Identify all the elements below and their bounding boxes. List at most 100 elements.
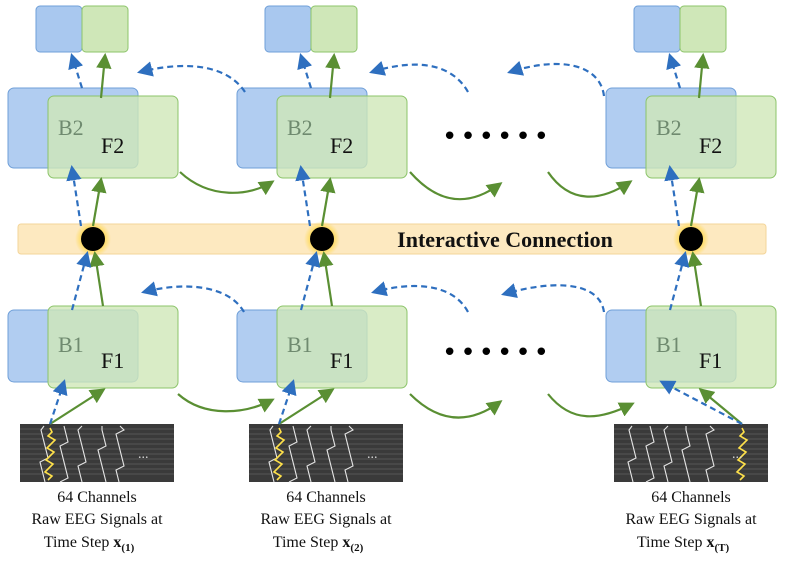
label-f1: F1 [330,348,353,373]
junction-dot [81,227,105,251]
arrow-signal-to-b1 [277,379,297,425]
arrow-signal-to-f1 [278,388,335,425]
arrow-f1-forward-3 [547,393,635,418]
arrow-b1-to-junction [70,251,92,311]
arrow-b1-to-junction [299,251,321,311]
label-f2: F2 [330,133,353,158]
caption-x-symbol: x [706,534,714,551]
label-b2: B2 [287,115,313,140]
eeg-wave [77,425,87,483]
arrow-b1-to-junction [668,251,690,311]
eeg-ellipsis: ... [367,447,378,462]
output-box-blue [633,5,681,53]
arrow-b1-backward-2 [371,281,469,313]
output-box-blue [35,5,83,53]
label-f2: F2 [699,133,722,158]
arrow-b1-backward-3 [501,283,606,313]
eeg-wave [97,426,107,483]
arrow-b2-backward-3 [507,60,606,97]
layer-f2-box [645,95,777,179]
output-box-green [81,5,129,53]
junction-dot [310,227,334,251]
eeg-wave [663,425,673,483]
caption-x-index: (2) [350,542,363,554]
arrow-signal-to-b1 [659,380,743,425]
label-b2: B2 [58,115,84,140]
caption-line1: 64 Channels [286,489,366,506]
arrow-f2-forward-3 [547,171,633,198]
eeg-wave [645,425,655,483]
interactive-connection-label: Interactive Connection [397,227,613,252]
arrow-f1-to-junction [687,250,703,307]
eeg-wave [306,425,316,483]
caption-line2: Raw EEG Signals at [31,511,163,528]
arrow-b1-backward-1 [141,281,245,313]
eeg-highlighted-channel [735,427,749,481]
caption-x-symbol: x [113,534,121,551]
label-f1: F1 [699,348,722,373]
eeg-wave [344,425,354,483]
eeg-wave [627,425,637,483]
layer-f1-box [645,305,777,389]
arrow-f2-to-output [694,52,710,99]
caption-line3: Time Step x(2) [273,534,364,554]
layer-f1-box [276,305,408,389]
eeg-wave [39,425,49,483]
eeg-wave [59,425,69,483]
arrow-f2-to-output [96,52,112,99]
arrow-b2-to-output [666,53,682,89]
eeg-wave [115,425,125,483]
arrow-f2-forward-1 [179,171,275,196]
output-box-green [310,5,358,53]
layer-f2-box [276,95,408,179]
label-b2: B2 [656,115,682,140]
caption-line3: Time Step x(1) [44,534,135,554]
arrow-b2-to-output [68,53,84,89]
eeg-wave [705,425,715,483]
label-f2: F2 [101,133,124,158]
caption-line2: Raw EEG Signals at [260,511,392,528]
eeg-highlighted-channel [43,427,57,481]
caption-line3: Time Step x(T) [637,534,730,554]
layer-f1-box [47,305,179,389]
arrow-b2-backward-1 [137,61,246,93]
caption-line1: 64 Channels [651,489,731,506]
output-box-green [679,5,727,53]
output-box-blue [264,5,312,53]
caption-line1: 64 Channels [57,489,137,506]
ellipsis-top: •••••• [442,122,552,152]
arrow-b2-backward-2 [369,60,469,93]
caption-line2: Raw EEG Signals at [625,511,757,528]
label-b1: B1 [58,332,84,357]
arrow-signal-to-f1 [698,388,743,425]
eeg-wave [326,426,336,483]
layer-f2-box [47,95,179,179]
arrow-f1-forward-1 [177,393,275,413]
eeg-highlighted-channel [272,427,286,481]
caption-x-symbol: x [342,534,350,551]
arrow-f1-to-junction [89,250,105,307]
caption-x-index: (1) [121,542,134,554]
arrow-junction-to-f2 [689,176,705,227]
eeg-ellipsis: ... [732,447,743,462]
eeg-wave [681,426,691,483]
label-b1: B1 [287,332,313,357]
arrow-b2-to-output [297,53,313,89]
label-f1: F1 [101,348,124,373]
eeg-ellipsis: ... [138,447,149,462]
arrow-f1-to-junction [318,250,334,307]
eeg-wave [288,425,298,483]
label-b1: B1 [656,332,682,357]
arrow-signal-to-f1 [49,388,106,425]
junction-dot [679,227,703,251]
eeg-wave [268,425,278,483]
arrow-f1-forward-2 [409,393,503,419]
arrow-signal-to-b1 [48,379,68,425]
interactive-connection-band [17,223,767,255]
caption-x-index: (T) [714,542,729,554]
ellipsis-bottom: •••••• [442,338,552,368]
arrow-junction-to-f2 [91,176,107,227]
arrow-f2-to-output [325,52,341,99]
